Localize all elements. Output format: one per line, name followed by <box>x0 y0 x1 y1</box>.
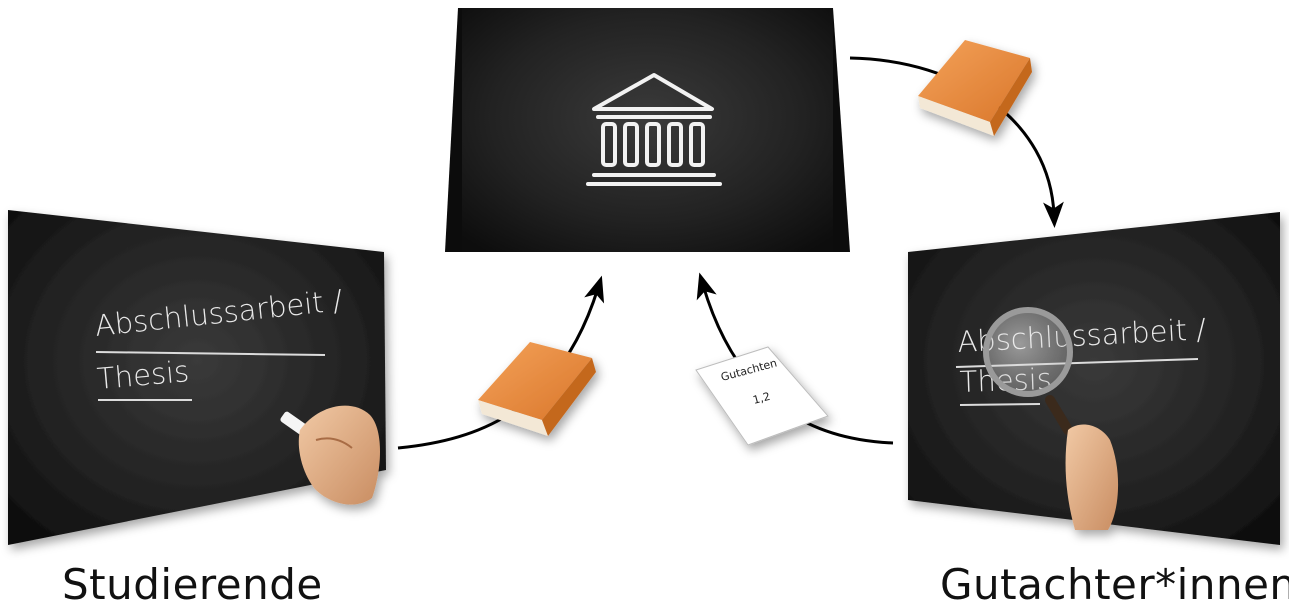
reviewers-label: Gutachter*innen <box>940 560 1289 609</box>
magnifying-glass-icon <box>983 307 1119 530</box>
student-board: Abschlussarbeit / Thesis <box>8 210 386 545</box>
reviewer-board: Abschlussarbeit / Thesis <box>908 212 1280 545</box>
hand-chalk-icon <box>280 405 380 505</box>
institution-board <box>445 8 850 252</box>
report-sheet-icon: Gutachten 1,2 <box>695 346 829 446</box>
thesis-line-2: Thesis <box>96 354 191 396</box>
students-label: Studierende <box>62 560 323 609</box>
report-grade: 1,2 <box>751 390 771 407</box>
university-building-icon <box>586 73 722 186</box>
book-icon <box>478 342 596 436</box>
book-icon <box>918 40 1032 136</box>
